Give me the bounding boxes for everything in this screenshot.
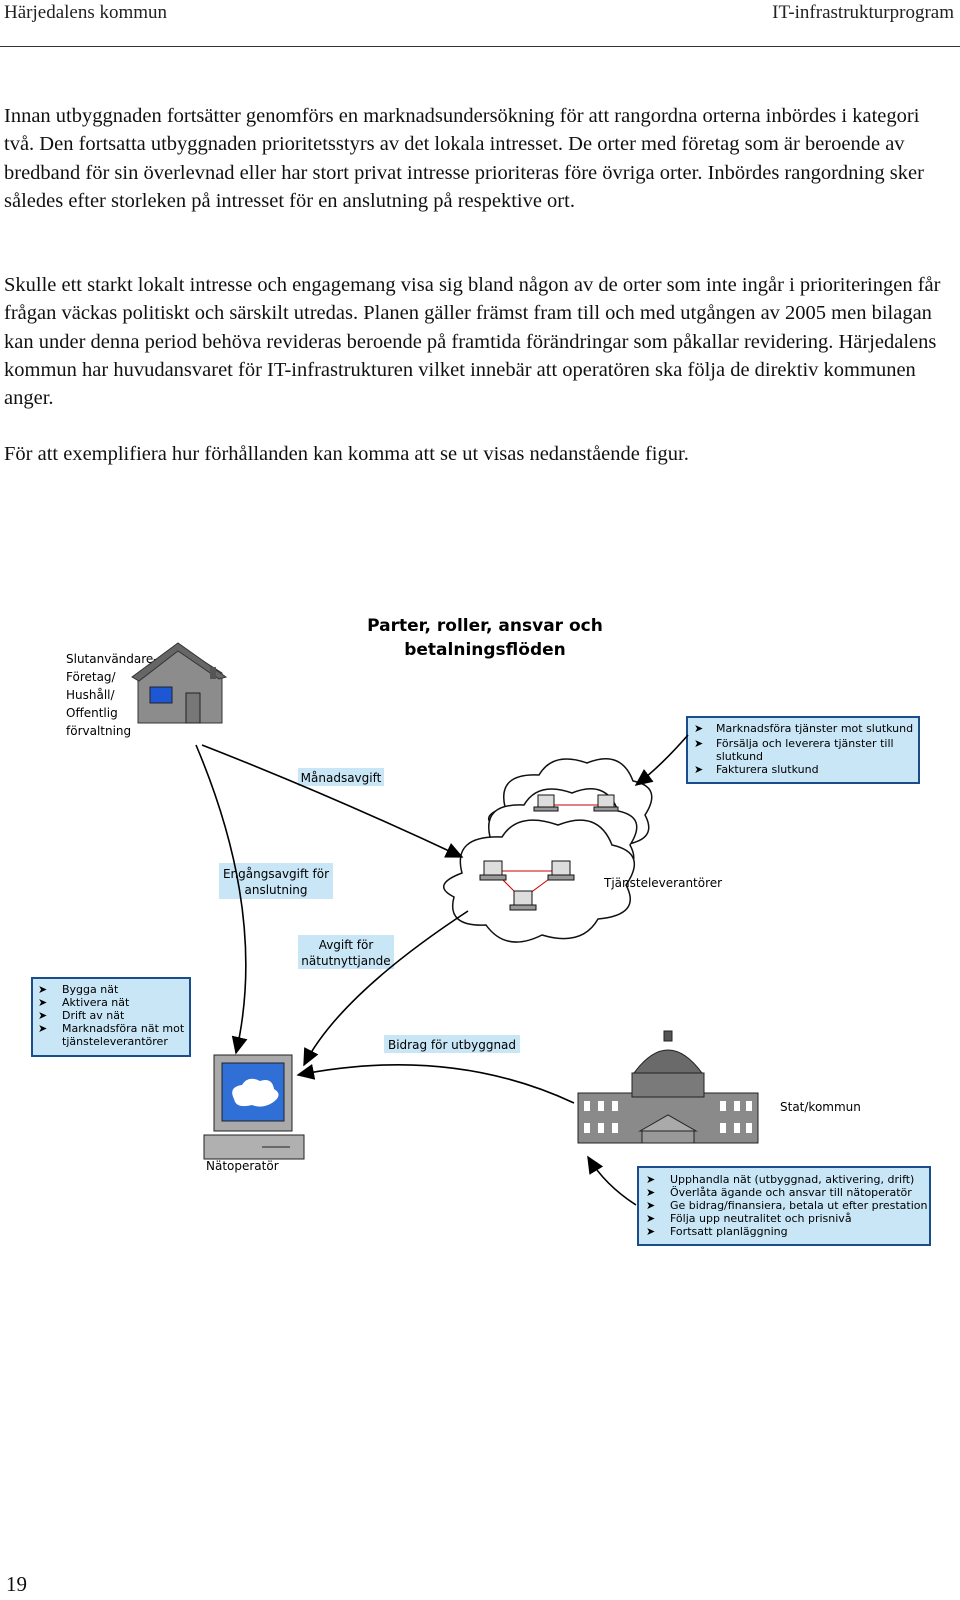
arrow-connection-fee <box>195 744 248 1055</box>
svg-text:Företag/: Företag/ <box>66 670 117 684</box>
svg-text:➤: ➤ <box>646 1212 655 1225</box>
arrow-monthly-fee <box>201 744 464 858</box>
svg-text:Överlåta ägande och ansvar til: Överlåta ägande och ansvar till nätopera… <box>670 1186 912 1199</box>
svg-text:➤: ➤ <box>646 1199 655 1212</box>
svg-text:Bygga nät: Bygga nät <box>62 983 119 996</box>
svg-text:tjänsteleverantörer: tjänsteleverantörer <box>62 1035 168 1048</box>
service-provider-tasks-box: ➤ Marknadsföra tjänster mot slutkund ➤ För… <box>686 716 920 784</box>
enduser-label: Slutanvändare- Företag/ Hushåll/ Offentl… <box>66 652 158 738</box>
paragraph-2: Skulle ett starkt lokalt intresse och en… <box>4 274 941 410</box>
svg-text:➤: ➤ <box>38 1009 47 1022</box>
svg-text:Upphandla nät (utbyggnad, akti: Upphandla nät (utbyggnad, aktivering, dr… <box>670 1173 914 1186</box>
svg-text:Fakturera slutkund: Fakturera slutkund <box>716 763 819 776</box>
svg-text:Aktivera nät: Aktivera nät <box>62 996 130 1009</box>
svg-text:nätutnyttjande: nätutnyttjande <box>301 954 390 968</box>
svg-text:förvaltning: förvaltning <box>66 724 131 738</box>
network-computers <box>479 794 619 911</box>
svg-text:Månadsavgift: Månadsavgift <box>301 771 382 785</box>
svg-text:Drift av nät: Drift av nät <box>62 1009 125 1022</box>
svg-text:➤: ➤ <box>646 1225 655 1238</box>
svg-text:➤: ➤ <box>694 763 703 776</box>
svg-text:➤: ➤ <box>694 737 703 750</box>
government-building-icon <box>577 1030 759 1144</box>
page-header: Härjedalens kommun IT-infrastrukturprogr… <box>0 0 960 47</box>
svg-text:➤: ➤ <box>646 1186 655 1199</box>
network-operator-tasks-box: ➤ Bygga nät ➤ Aktivera nät ➤ Drift av nät ➤… <box>31 977 191 1057</box>
svg-text:Avgift för: Avgift för <box>319 938 374 952</box>
svg-text:Marknadsföra nät mot: Marknadsföra nät mot <box>62 1022 185 1035</box>
svg-text:➤: ➤ <box>38 996 47 1009</box>
state-tasks-box: ➤ Upphandla nät (utbyggnad, aktivering, d… <box>637 1166 931 1246</box>
header-right: IT-infrastrukturprogram <box>772 2 954 23</box>
arrow-services-box <box>634 734 689 786</box>
building-windows <box>584 1101 752 1133</box>
svg-text:Ge bidrag/finansiera, betala u: Ge bidrag/finansiera, betala ut efter pr… <box>670 1199 928 1212</box>
state-label: Stat/kommun <box>780 1100 861 1114</box>
svg-text:Marknadsföra tjänster mot slut: Marknadsföra tjänster mot slutkund <box>716 722 913 735</box>
svg-text:Hushåll/: Hushåll/ <box>66 688 116 702</box>
page-number: 19 <box>6 1572 27 1596</box>
svg-text:➤: ➤ <box>38 983 47 996</box>
service-provider-clouds <box>443 758 653 943</box>
arrow-contribution <box>296 1063 575 1104</box>
svg-text:Följa upp neutralitet och pris: Följa upp neutralitet och prisnivå <box>670 1212 852 1225</box>
svg-text:Fortsatt planläggning: Fortsatt planläggning <box>670 1225 788 1238</box>
network-fee-label: Avgift för nätutnyttjande <box>298 935 394 969</box>
paragraph-3: För att exemplifiera hur förhållanden ka… <box>4 443 689 465</box>
svg-text:➤: ➤ <box>694 722 703 735</box>
computer-icon <box>203 1054 305 1160</box>
header-left: Härjedalens kommun <box>4 2 168 23</box>
svg-text:Slutanvändare-: Slutanvändare- <box>66 652 158 666</box>
svg-text:Engångsavgift för: Engångsavgift för <box>223 867 329 881</box>
svg-text:anslutning: anslutning <box>244 883 307 897</box>
diagram-title-line2: betalningsflöden <box>404 640 566 660</box>
roles-diagram: Parter, roller, ansvar och betalningsflö… <box>31 616 931 1246</box>
diagram-title-line1: Parter, roller, ansvar och <box>367 616 603 636</box>
svg-text:➤: ➤ <box>38 1022 47 1035</box>
house-icon <box>131 642 228 724</box>
network-operator-label: Nätoperatör <box>206 1159 279 1173</box>
flow-arrows <box>195 734 689 1206</box>
svg-text:Försälja och leverera tjänster: Försälja och leverera tjänster till <box>716 737 894 750</box>
svg-text:Offentlig: Offentlig <box>66 706 118 720</box>
paragraph-1: Innan utbyggnaden fortsätter genomförs e… <box>4 105 924 212</box>
monthly-fee-label: Månadsavgift <box>298 768 384 786</box>
service-providers-label: Tjänsteleverantörer <box>603 876 722 890</box>
arrow-network-fee <box>303 910 469 1067</box>
arrow-state-box <box>587 1155 637 1206</box>
contribution-label: Bidrag för utbyggnad <box>384 1035 520 1053</box>
svg-text:➤: ➤ <box>646 1173 655 1186</box>
svg-text:Bidrag för utbyggnad: Bidrag för utbyggnad <box>388 1038 516 1052</box>
svg-text:slutkund: slutkund <box>716 750 763 763</box>
